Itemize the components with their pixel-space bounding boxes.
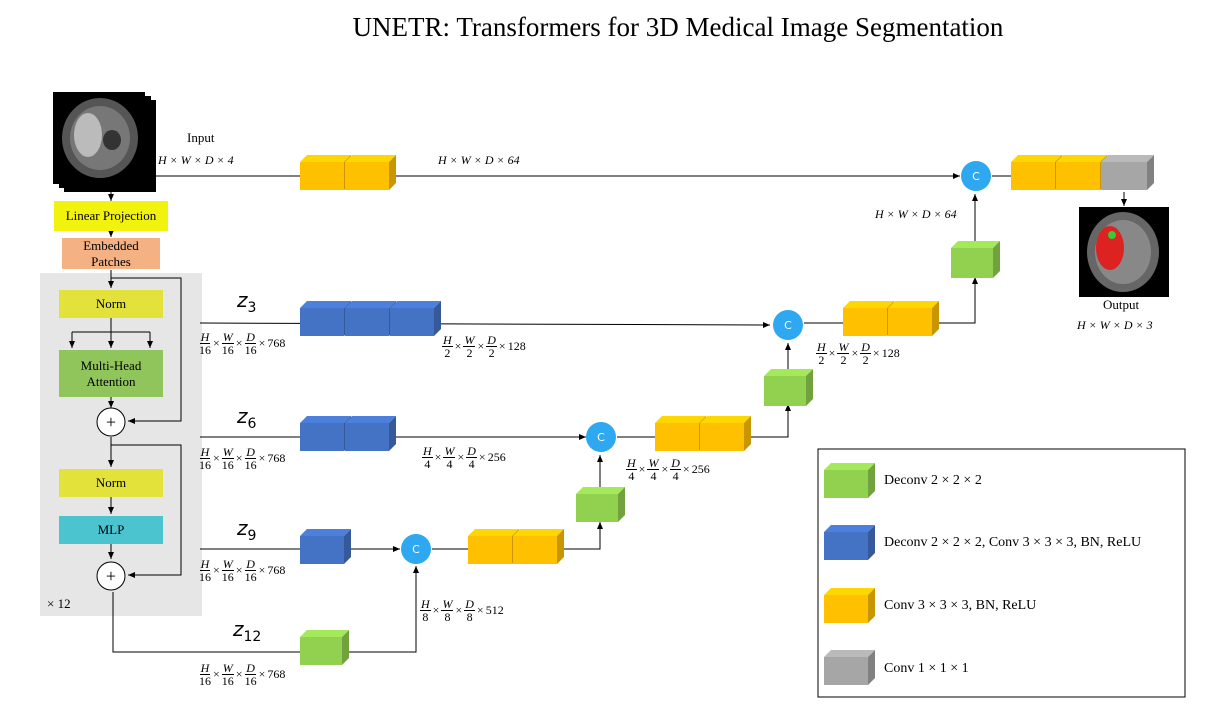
conv-block [300, 155, 351, 190]
embedded-patches-block: Embedded Patches [62, 238, 160, 269]
output-dims: H × W × D × 3 [1077, 318, 1153, 332]
concat-label: C [972, 170, 980, 183]
legend-cubes-layer [824, 463, 875, 685]
conv-block [700, 416, 751, 451]
plus-symbol-2: + [105, 566, 117, 586]
add-node-2 [96, 561, 126, 591]
deconv-block [951, 241, 1000, 278]
conv-block [843, 301, 894, 336]
concat-label: C [412, 543, 420, 556]
concat-layer: C C C C [401, 161, 991, 564]
legend-swatch [824, 525, 875, 560]
z9-label: z9 [237, 516, 257, 544]
z6-label: z6 [237, 404, 257, 432]
output-image [1079, 207, 1169, 297]
plus-symbol-1: + [105, 412, 117, 432]
top-skip-dims: H × W × D × 64 [438, 153, 520, 167]
legend-label-yellow: Conv 3 × 3 × 3, BN, ReLU [884, 598, 1037, 613]
deconv-block [764, 369, 813, 406]
deconv-conv-block [300, 301, 351, 336]
deconv-conv-block [345, 301, 396, 336]
concat-node: C [401, 534, 431, 564]
output-label: Output [1103, 297, 1140, 312]
conv-block [1056, 155, 1107, 190]
z3-label: z3 [237, 288, 257, 316]
input-label: Input [187, 130, 215, 145]
norm-block-2: Norm [59, 469, 163, 497]
legend-label-blue: Deconv 2 × 2 × 2, Conv 3 × 3 × 3, BN, Re… [884, 535, 1142, 550]
repeat-label: × 12 [47, 596, 71, 611]
concat-node: C [961, 161, 991, 191]
deconv-conv-block [300, 529, 351, 564]
deconv-conv-block [345, 416, 396, 451]
deconv-conv-block [300, 416, 351, 451]
legend-label-green: Deconv 2 × 2 × 2 [884, 473, 982, 488]
concat-label: C [784, 319, 792, 332]
z12-label: z12 [233, 617, 262, 645]
deconv-conv-block [390, 301, 441, 336]
legend-frame [817, 448, 1186, 698]
cubes-layer [300, 155, 1154, 665]
concat-node: C [586, 422, 616, 452]
concat-node: C [773, 310, 803, 340]
top-up-dims: H × W × D × 64 [875, 207, 957, 221]
conv-block [468, 529, 519, 564]
deconv-block [576, 487, 625, 522]
concat-label: C [597, 431, 605, 444]
input-image [53, 92, 156, 192]
legend-swatch [824, 463, 875, 498]
legend-swatch [824, 588, 875, 623]
multi-head-attention-block: Multi-Head Attention [59, 350, 163, 397]
conv-block [655, 416, 706, 451]
linear-projection-block: Linear Projection [54, 201, 168, 231]
conv-block [1011, 155, 1062, 190]
conv-block [513, 529, 564, 564]
legend-label-gray: Conv 1 × 1 × 1 [884, 661, 969, 676]
conv-block [345, 155, 396, 190]
norm-block-1: Norm [59, 290, 163, 318]
add-node-1 [96, 407, 126, 437]
conv-block [888, 301, 939, 336]
input-dims: H × W × D × 4 [158, 153, 234, 167]
legend-swatch [824, 650, 875, 685]
conv1x1-block [1101, 155, 1154, 190]
deconv-block [300, 630, 349, 665]
mlp-block: MLP [59, 516, 163, 544]
page-title: UNETR: Transformers for 3D Medical Image… [352, 12, 1004, 42]
